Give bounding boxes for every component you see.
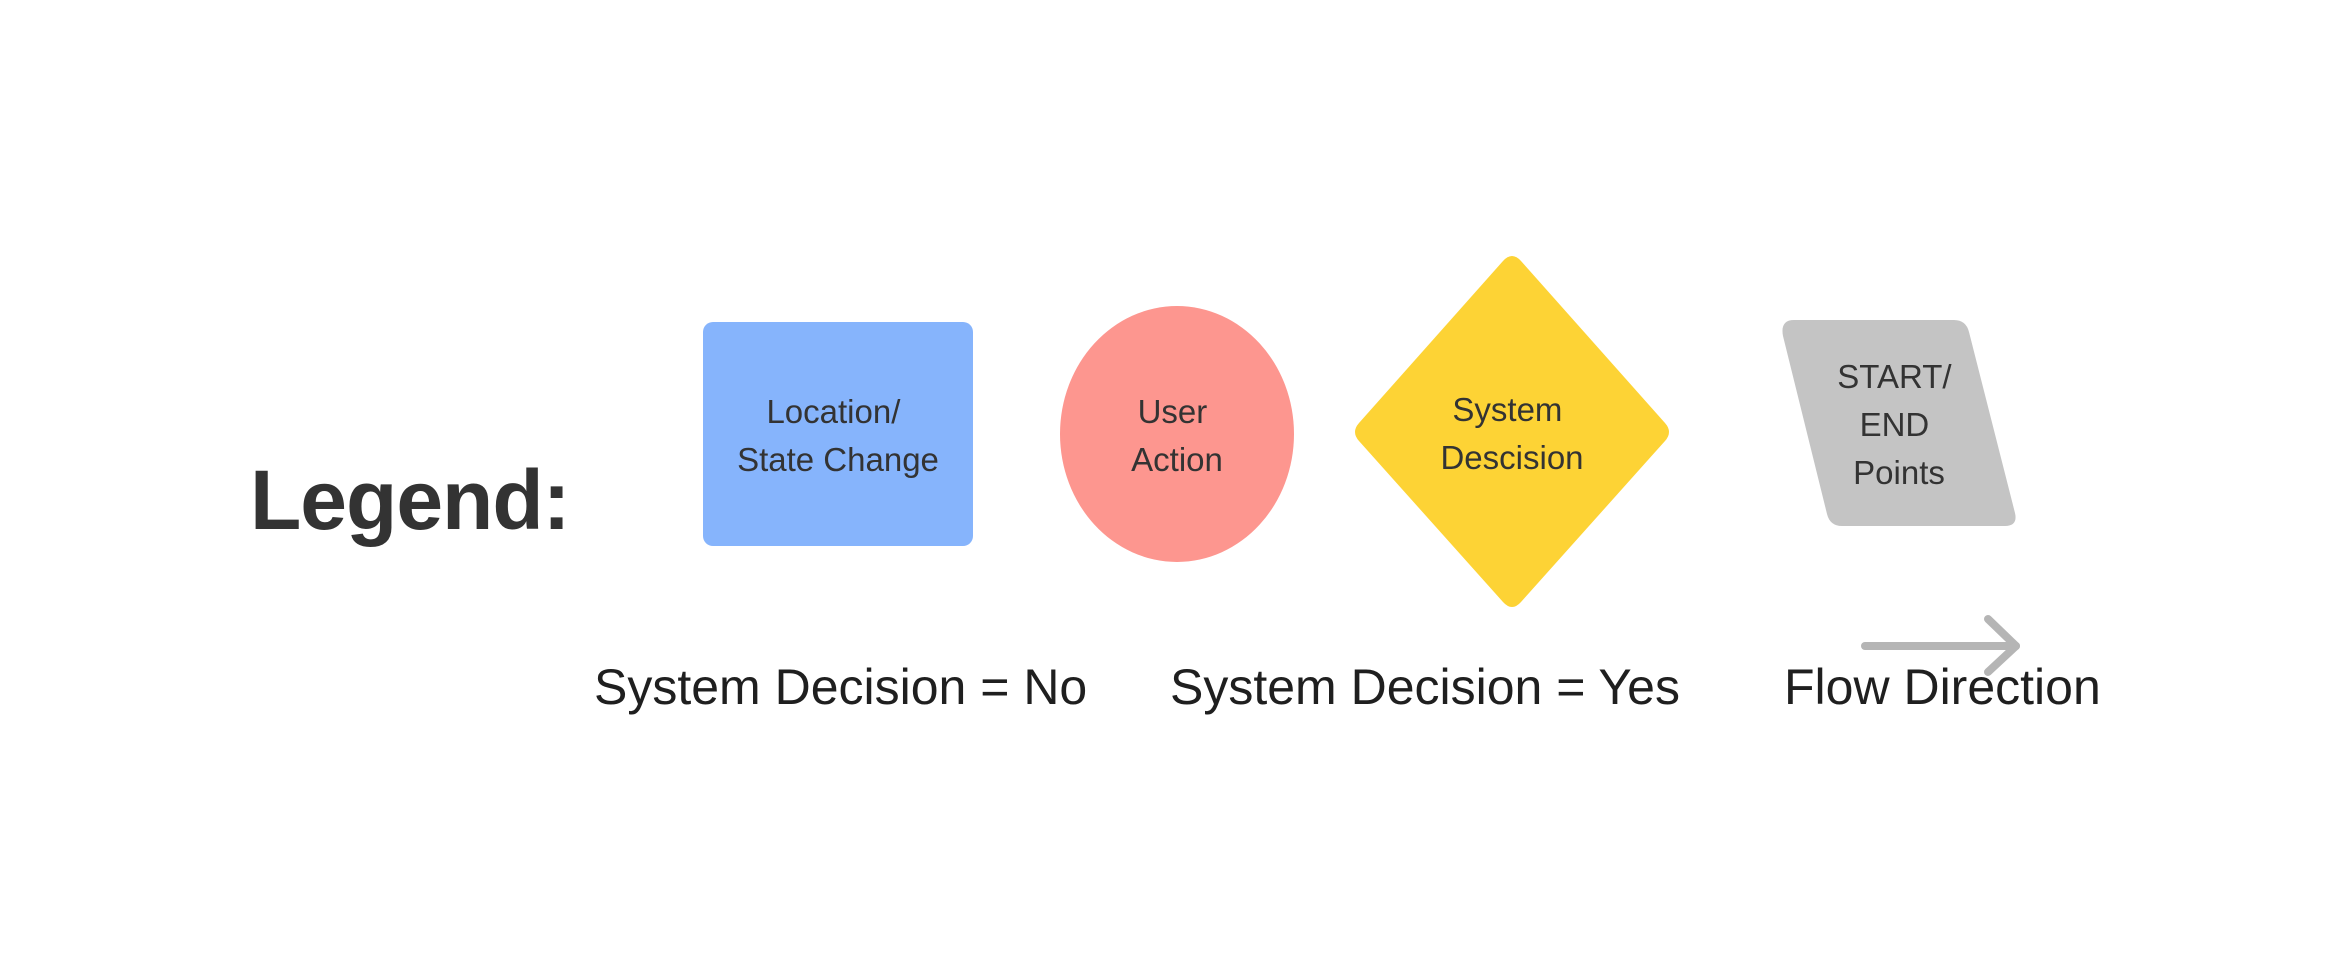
start-end-points-parallelogram: [1782, 320, 2016, 526]
start-end-points-line-2: END: [1860, 406, 1930, 443]
system-decision-line-1: System: [1452, 391, 1562, 428]
system-decision-yes-caption: System Decision = Yes: [1170, 659, 1680, 715]
legend-title: Legend:: [250, 453, 571, 547]
user-action-line-1: User: [1138, 393, 1208, 430]
location-state-change-label: Location/ State Change: [737, 393, 939, 478]
flow-direction-caption: Flow Direction: [1784, 659, 2101, 715]
start-end-points-line-3: Points: [1853, 454, 1945, 491]
system-decision-label: System Descision: [1440, 391, 1583, 476]
user-action-shape: User Action: [1060, 306, 1294, 562]
system-decision-line-2: Descision: [1440, 439, 1583, 476]
location-state-change-rect: [703, 322, 973, 546]
arrow-right-icon: [1861, 615, 2020, 676]
start-end-points-label: START/ END Points: [1837, 358, 1960, 491]
user-action-label: User Action: [1131, 393, 1223, 478]
arrow-right-head: [1984, 615, 2020, 676]
start-end-points-shape: START/ END Points: [1782, 320, 2016, 526]
system-decision-shape: System Descision: [1355, 256, 1669, 607]
location-state-change-shape: Location/ State Change: [703, 322, 973, 546]
user-action-ellipse: [1060, 306, 1294, 562]
user-action-line-2: Action: [1131, 441, 1223, 478]
start-end-points-line-1: START/: [1837, 358, 1952, 395]
system-decision-no-caption: System Decision = No: [594, 659, 1088, 715]
system-decision-diamond: [1355, 256, 1669, 607]
location-state-change-line-2: State Change: [737, 441, 939, 478]
location-state-change-line-1: Location/: [766, 393, 901, 430]
